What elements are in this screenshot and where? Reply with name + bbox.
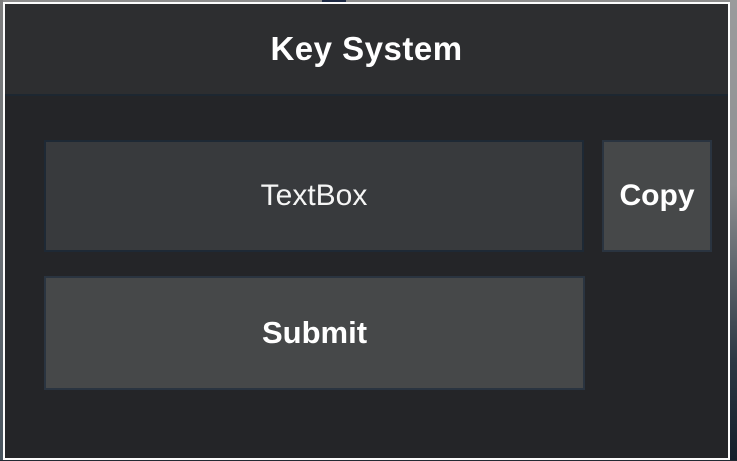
submit-button[interactable]: Submit <box>44 276 585 390</box>
key-system-dialog: Key System Copy Submit <box>3 2 730 460</box>
page-edge-left <box>0 0 3 461</box>
page-edge-top-navy-accent <box>322 0 346 3</box>
dialog-title-bar: Key System <box>5 4 728 96</box>
dialog-title: Key System <box>270 30 463 67</box>
copy-button[interactable]: Copy <box>602 140 712 252</box>
page-edge-top <box>0 0 737 2</box>
page-edge-right <box>730 0 737 461</box>
key-textbox-input[interactable] <box>44 140 584 252</box>
